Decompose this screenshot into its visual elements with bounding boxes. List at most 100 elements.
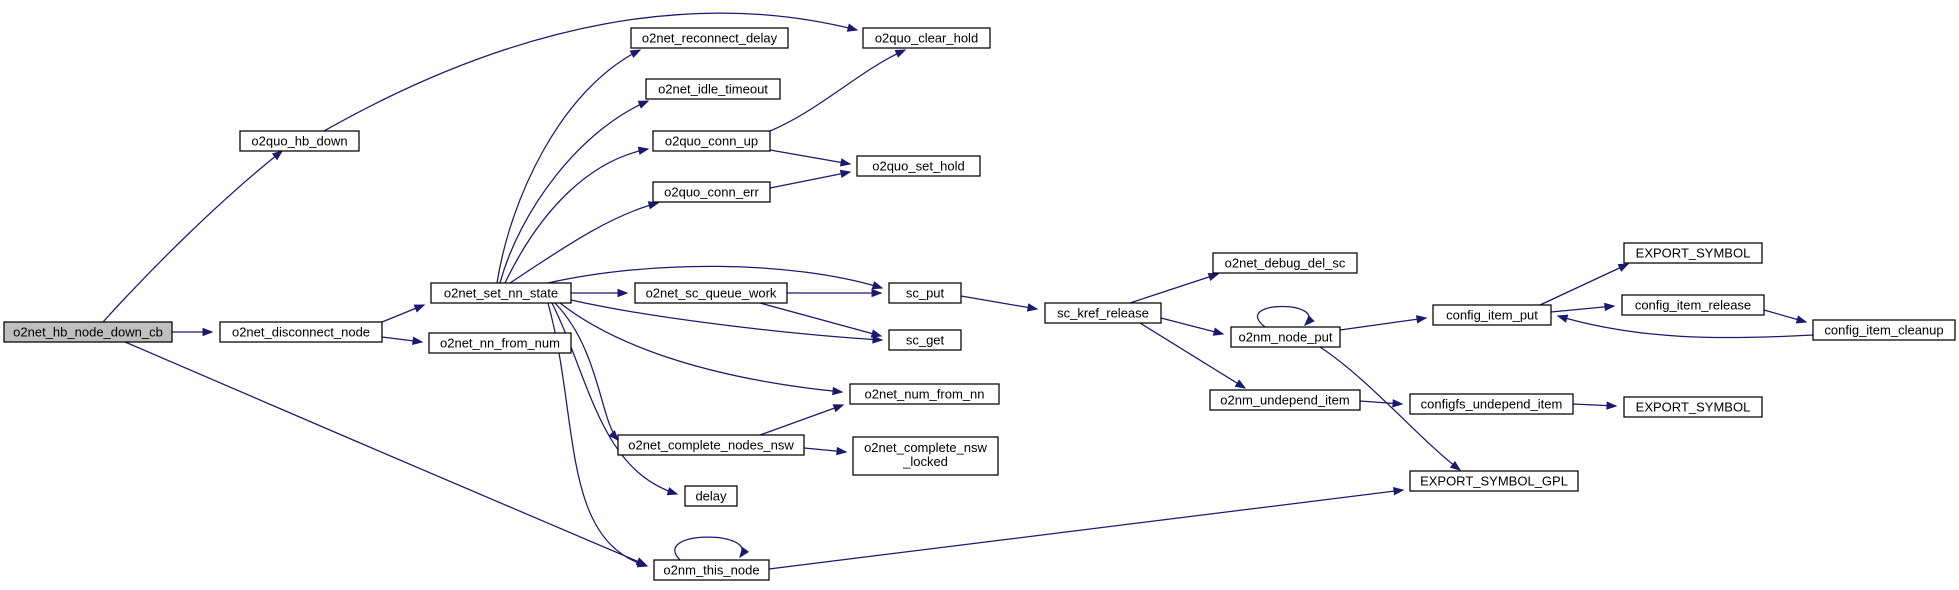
node-config-item-release[interactable]: config_item_release (1621, 294, 1765, 316)
node-node-put[interactable]: o2nm_node_put (1230, 326, 1341, 348)
node-disconnect-label: o2net_disconnect_node (232, 325, 370, 340)
node-config-item-put-box (1432, 304, 1552, 326)
node-sc-queue-work-label: o2net_sc_queue_work (646, 286, 777, 301)
node-clear-hold[interactable]: o2quo_clear_hold (862, 27, 991, 49)
node-kref-release[interactable]: sc_kref_release (1044, 302, 1162, 324)
edge-sc-put-to-kref-release-arrowhead (1026, 303, 1039, 312)
node-complete-nsw-locked-label-2: _locked (902, 454, 948, 469)
edge-undepend-item-to-configfs-undepend-arrowhead (1392, 399, 1404, 408)
edge-set-nn-state-to-reconnect-delay-arrowhead (629, 49, 642, 59)
node-num-from-nn[interactable]: o2net_num_from_nn (849, 383, 1000, 405)
node-disconnect[interactable]: o2net_disconnect_node (219, 321, 383, 343)
node-set-nn-state[interactable]: o2net_set_nn_state (430, 282, 572, 304)
node-complete-nsw-locked-box (852, 436, 999, 476)
edge-kref-release-to-node-put (1160, 317, 1224, 335)
edge-hb-down-to-clear-hold-arrowhead (846, 23, 859, 32)
node-sc-get[interactable]: sc_get (888, 329, 962, 351)
node-reconnect-delay-label: o2net_reconnect_delay (642, 31, 778, 46)
edge-config-item-cleanup-to-config-item-put-arrowhead (1556, 314, 1569, 323)
node-hb-down-label: o2quo_hb_down (251, 134, 347, 149)
node-delay-label: delay (695, 489, 727, 504)
node-this-node[interactable]: o2nm_this_node (653, 559, 770, 581)
node-config-item-release-label: config_item_release (1635, 298, 1751, 313)
node-export-symbol-2[interactable]: EXPORT_SYMBOL (1623, 396, 1763, 418)
node-idle-timeout[interactable]: o2net_idle_timeout (645, 78, 781, 100)
node-set-nn-state-box (430, 282, 572, 304)
node-delay-box (684, 485, 738, 507)
edge-set-nn-state-to-reconnect-delay (496, 49, 641, 284)
edge-conn-err-to-set-hold (769, 171, 851, 189)
node-node-put-label: o2nm_node_put (1239, 330, 1333, 345)
edge-kref-release-to-debug-del-sc (1129, 273, 1219, 304)
node-export-symbol-2-label: EXPORT_SYMBOL (1636, 400, 1751, 415)
edge-config-item-put-to-config-item-release (1550, 305, 1615, 313)
edge-kref-release-to-undepend-item-arrowhead (1234, 379, 1247, 389)
node-conn-up[interactable]: o2quo_conn_up (652, 130, 771, 152)
node-idle-timeout-box (645, 78, 781, 100)
edge-set-nn-state-to-complete-nodes-nsw-arrowhead (608, 430, 619, 442)
node-delay[interactable]: delay (684, 485, 738, 507)
node-config-item-put[interactable]: config_item_put (1432, 304, 1552, 326)
node-export-symbol-gpl[interactable]: EXPORT_SYMBOL_GPL (1409, 470, 1579, 492)
edge-set-nn-state-to-complete-nodes-nsw (554, 302, 619, 441)
edge-node-put-to-export-symbol-gpl-arrowhead (1449, 460, 1462, 471)
edge-set-nn-state-to-delay-arrowhead (666, 487, 679, 496)
edge-sc-put-to-kref-release (960, 295, 1038, 310)
node-node-put-box (1230, 326, 1341, 348)
node-root[interactable]: o2net_hb_node_down_cb (3, 321, 173, 343)
node-complete-nsw-locked-label-1: o2net_complete_nsw (864, 440, 987, 455)
node-sc-put[interactable]: sc_put (888, 282, 962, 304)
edge-this-node-to-this-node-arrowhead (739, 546, 750, 559)
node-nn-from-num[interactable]: o2net_nn_from_num (428, 332, 572, 354)
edge-disconnect-to-nn-from-num-arrowhead (412, 336, 424, 346)
node-sc-put-label: sc_put (906, 286, 945, 301)
node-config-item-cleanup[interactable]: config_item_cleanup (1812, 319, 1956, 341)
node-complete-nodes-nsw-box (617, 434, 805, 456)
edge-set-nn-state-to-sc-queue-work-arrowhead (617, 288, 629, 298)
node-reconnect-delay[interactable]: o2net_reconnect_delay (630, 27, 789, 49)
node-set-hold[interactable]: o2quo_set_hold (856, 155, 981, 177)
edge-conn-up-to-clear-hold (769, 49, 906, 132)
node-export-symbol-1[interactable]: EXPORT_SYMBOL (1623, 242, 1763, 264)
edge-kref-release-to-node-put-arrowhead (1212, 327, 1225, 336)
node-config-item-put-label: config_item_put (1446, 308, 1538, 323)
node-configfs-undepend[interactable]: configfs_undepend_item (1409, 393, 1574, 415)
node-sc-queue-work[interactable]: o2net_sc_queue_work (634, 282, 788, 304)
edge-conn-up-to-clear-hold-arrowhead (894, 49, 907, 58)
node-clear-hold-label: o2quo_clear_hold (875, 31, 978, 46)
edge-configfs-undepend-to-export-symbol-2-arrowhead (1606, 401, 1618, 410)
node-set-hold-box (856, 155, 981, 177)
node-hb-down[interactable]: o2quo_hb_down (239, 130, 360, 152)
node-complete-nsw-locked[interactable]: o2net_complete_nsw_locked (852, 436, 999, 476)
edge-root-to-hb-down-arrowhead (271, 150, 284, 161)
nodes-layer: o2net_hb_node_down_cb o2quo_hb_down o2net_… (3, 27, 1956, 581)
node-debug-del-sc[interactable]: o2net_debug_del_sc (1212, 252, 1358, 274)
edge-set-nn-state-to-this-node-arrowhead (636, 559, 649, 568)
edge-set-nn-state-to-conn-err (509, 202, 659, 284)
edge-config-item-put-to-export-symbol-1 (1539, 263, 1629, 306)
edge-root-to-this-node (124, 341, 647, 566)
node-root-box (3, 321, 173, 343)
edge-node-put-to-config-item-put-arrowhead (1416, 315, 1428, 324)
edge-kref-release-to-debug-del-sc-arrowhead (1207, 272, 1220, 281)
node-reconnect-delay-box (630, 27, 789, 49)
node-config-item-release-box (1621, 294, 1765, 316)
node-undepend-item[interactable]: o2nm_undepend_item (1209, 389, 1361, 411)
edge-conn-err-to-set-hold-arrowhead (839, 169, 852, 179)
node-export-symbol-gpl-label: EXPORT_SYMBOL_GPL (1420, 474, 1568, 489)
node-clear-hold-box (862, 27, 991, 49)
node-conn-err-box (652, 181, 771, 203)
node-conn-err[interactable]: o2quo_conn_err (652, 181, 771, 203)
node-num-from-nn-label: o2net_num_from_nn (865, 387, 985, 402)
node-hb-down-box (239, 130, 360, 152)
node-complete-nodes-nsw[interactable]: o2net_complete_nodes_nsw (617, 434, 805, 456)
edge-set-nn-state-to-delay (551, 302, 678, 495)
edge-node-put-to-config-item-put (1339, 317, 1427, 331)
node-num-from-nn-box (849, 383, 1000, 405)
node-debug-del-sc-label: o2net_debug_del_sc (1225, 256, 1346, 271)
edge-disconnect-to-set-nn-state-arrowhead (413, 304, 426, 313)
node-set-nn-state-label: o2net_set_nn_state (444, 286, 558, 301)
node-conn-up-box (652, 130, 771, 152)
edge-hb-down-to-clear-hold (323, 12, 858, 132)
edge-node-put-to-node-put (1256, 305, 1310, 328)
